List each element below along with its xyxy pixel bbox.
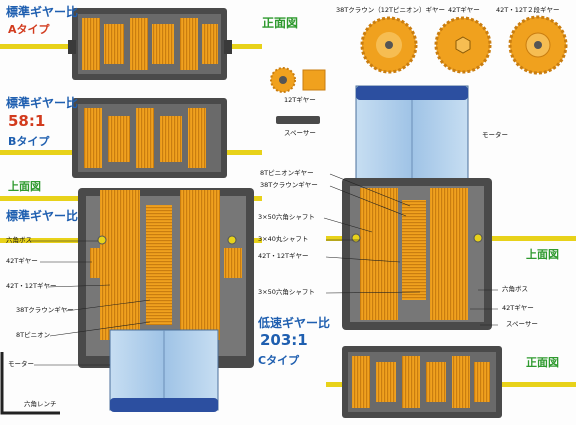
front-view-top-heading: 正面図 [262,16,299,30]
left-top-view-assembly [0,188,262,415]
gear-42t-12t-center-callout: 42T・12Tギヤー [258,252,309,260]
pinion-8t-callout: 8Tピニオンギヤー [260,169,314,177]
type-a-front-view [0,8,262,80]
hex-wrench-callout: 六角レンチ [24,400,57,408]
std-ratio-a-heading: 標準ギヤー比 [6,5,79,19]
spacer-part-label: スペーサー [284,129,316,137]
motor-left-callout: モーター [8,360,34,368]
crown-38t-part-label: 38Tクラウン（12Tピニオン）ギヤー [336,6,445,14]
std-ratio-bottom-heading: 標準ギヤー比 [6,209,79,223]
motor-right-label: モーター [482,131,508,139]
parts-gears [270,15,568,124]
leader-lines [30,173,498,366]
hex-boss-left-callout: 六角ボス [6,236,32,244]
std-ratio-b-heading: 標準ギヤー比 [6,96,79,110]
gear-42t-12t-left-callout: 42T・12Tギヤー [6,282,57,290]
type-a-heading: Aタイプ [8,23,50,36]
front-view-bottom-heading: 正面図 [526,356,559,369]
crown-38t-left-callout: 38Tクラウンギヤー [16,306,74,314]
ratio-b-value: 58:1 [8,112,46,130]
type-c-heading: Cタイプ [258,354,300,367]
hex-shaft-3x50-a-callout: 3×50六角シャフト [258,213,315,221]
top-view-right-heading: 上面図 [526,248,559,261]
gear-42t-right-callout: 42Tギヤー [502,304,534,312]
type-b-front-view [0,98,262,178]
hex-boss-right-callout: 六角ボス [502,285,528,293]
hex-shaft-3x50-b-callout: 3×50六角シャフト [258,288,315,296]
crown-38t-callout: 38Tクラウンギヤー [260,181,318,189]
gear-42t-left-callout: 42Tギヤー [6,257,38,265]
gear-42t-part-label: 42Tギヤー [448,6,480,14]
low-ratio-heading: 低速ギヤー比 [258,316,331,330]
right-top-view-assembly [326,85,576,330]
round-shaft-3x40-callout: 3×40丸シャフト [258,235,309,243]
type-b-heading: Bタイプ [8,135,50,148]
pinion-8t-left-callout: 8Tピニオン [16,331,51,339]
type-c-front-view [326,346,576,418]
spacer-right-callout: スペーサー [506,320,538,328]
top-view-left-heading: 上面図 [8,180,41,193]
ratio-c-value: 203:1 [260,331,308,349]
gear-12t-part-label: 12Tギヤー [284,96,316,104]
gear-42t-12t-double-part-label: 42T・12T２段ギヤー [496,6,560,14]
